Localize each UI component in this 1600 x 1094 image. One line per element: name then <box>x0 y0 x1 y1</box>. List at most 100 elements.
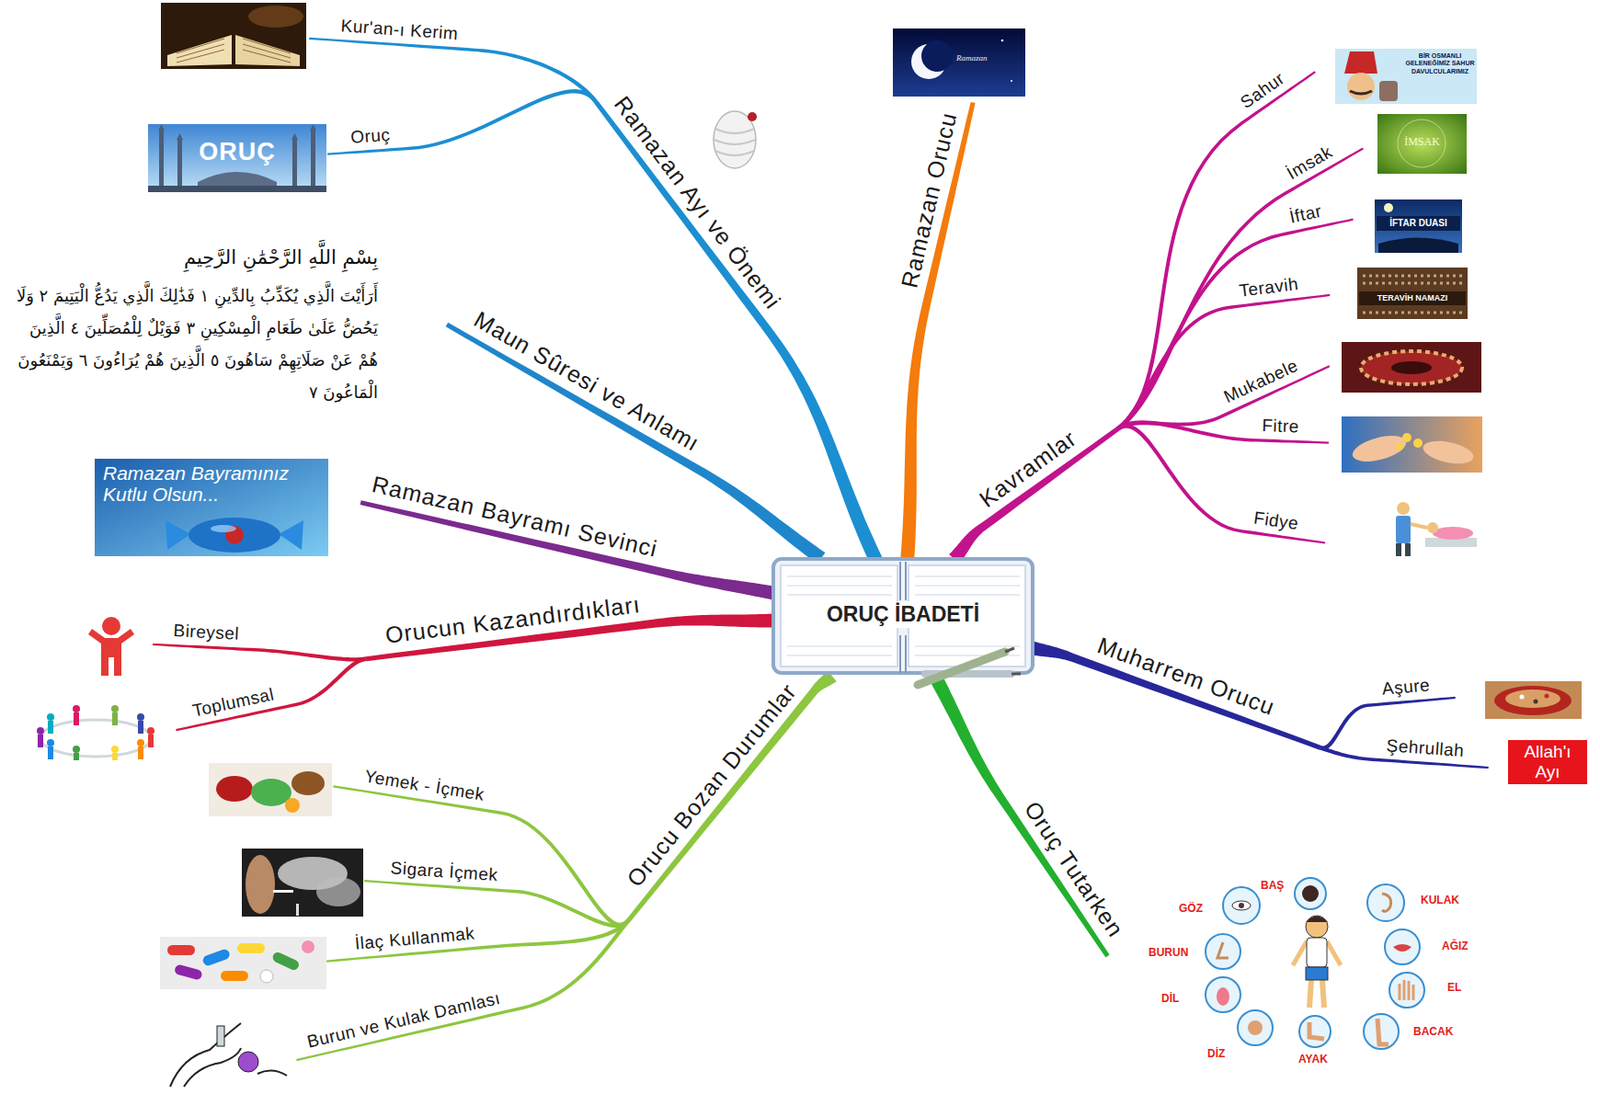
sub-topic: Sigara İçmek <box>388 857 501 886</box>
node-text: Kur'an-ı Kerim <box>340 15 459 45</box>
sub-topic: Şehrullah <box>1383 735 1467 762</box>
asure-picture-part <box>1494 685 1572 716</box>
iftar-picture <box>1374 199 1463 253</box>
mosque-photo-part <box>292 139 298 193</box>
pills-photo-part <box>271 950 301 972</box>
teravih-picture <box>1357 267 1468 320</box>
quran-photo-part <box>160 2 307 69</box>
fidye-picture-part <box>1395 543 1402 557</box>
fidye-picture-part <box>1410 524 1428 528</box>
sahur-picture-part <box>1344 51 1378 74</box>
sub-topic: Kur'an-ı Kerim <box>338 15 461 45</box>
body-parts-drawing-part <box>1399 980 1414 1001</box>
body-parts-drawing-part <box>1222 887 1260 925</box>
branch-line <box>1116 423 1326 544</box>
pills-photo-part <box>237 943 265 954</box>
eye-drops-drawing-part <box>170 1023 241 1087</box>
bayram-card <box>94 458 329 557</box>
smoking-photo-part <box>245 855 275 915</box>
node-text: Fitre <box>1261 415 1300 437</box>
smoking-photo-part <box>273 890 294 893</box>
sub-topic: Oruç <box>347 125 393 149</box>
node-text: Allah'ı Ayı <box>1513 742 1582 783</box>
branch-line <box>327 89 598 156</box>
body-parts-drawing-part <box>1216 987 1230 1006</box>
mosque-photo-part <box>158 124 165 131</box>
mukabele-picture-part <box>1341 342 1482 393</box>
body-part-label: DİZ <box>1207 1048 1225 1062</box>
smoking-photo-part <box>241 848 364 917</box>
food-photo-part <box>251 778 292 807</box>
eye-drops-drawing-part <box>183 1048 241 1087</box>
central-notebook: ORUÇ İBADETİ <box>770 556 1036 679</box>
smoking-photo-part <box>296 903 299 916</box>
sahur-picture-part <box>1349 91 1372 94</box>
node-text: Sahur <box>1236 68 1289 113</box>
people-ring-icon-part <box>111 705 119 713</box>
people-ring-icon-part <box>73 712 80 726</box>
asure-picture-part <box>1544 694 1550 699</box>
person-icon-part <box>102 617 121 636</box>
fitre-picture <box>1341 416 1483 473</box>
body-parts-drawing <box>1205 878 1425 1050</box>
sub-topic: Bireysel <box>171 620 242 645</box>
people-ring-icon-part <box>47 746 54 760</box>
boy-figure-part <box>1305 915 1328 938</box>
sub-topic: Teravih <box>1236 274 1303 302</box>
pills-photo-part <box>160 937 327 990</box>
notebook-shape-part <box>787 576 1020 656</box>
boy-figure-part <box>1305 916 1328 924</box>
pills-photo-part <box>167 945 195 956</box>
body-parts-drawing-part <box>1232 901 1251 911</box>
asure-picture-part <box>1520 695 1525 700</box>
people-ring-icon-part <box>36 727 45 735</box>
branch-topic: Ramazan Ayı ve Önemi <box>607 90 788 317</box>
sahur-picture-part <box>1347 72 1375 101</box>
body-part-label: BAŞ <box>1260 880 1284 893</box>
food-photo-part <box>285 798 300 813</box>
people-ring-icon-part <box>147 727 155 735</box>
people-ring-icon-part <box>46 739 55 747</box>
person-icon-part <box>88 628 135 676</box>
moon-photo-part <box>921 40 953 72</box>
node-text: Şehrullah <box>1385 735 1465 762</box>
body-parts-drawing-part <box>1217 942 1229 959</box>
body-parts-drawing-part <box>1238 902 1245 909</box>
quran-photo-part <box>248 5 304 28</box>
people-ring-icon-part <box>148 734 154 748</box>
branch-line <box>175 657 366 732</box>
image-caption: TERAVİH NAMAZI <box>1357 293 1468 303</box>
mosque-photo <box>148 124 327 193</box>
body-parts-drawing-part <box>1389 972 1425 1008</box>
body-parts-drawing-part <box>1205 977 1241 1013</box>
body-part-label: EL <box>1447 982 1462 995</box>
eye-drops-drawing-part <box>257 1070 287 1076</box>
image-caption: BİR OSMANLI GELENEĞİMİZ SAHUR DAVULCULAR… <box>1404 52 1476 76</box>
branch-line <box>296 918 631 1062</box>
moon-photo-part <box>892 28 1026 97</box>
sub-topic: İftar <box>1285 200 1326 229</box>
people-ring-icon <box>36 705 155 761</box>
bayram-card-part <box>188 517 281 553</box>
moon-photo-part <box>1010 80 1013 82</box>
branch-line <box>627 671 837 922</box>
sub-topic: Toplumsal <box>188 684 278 722</box>
iftar-picture-part <box>1383 203 1394 213</box>
branch-topic: Oruç Tutarken <box>1017 794 1131 943</box>
arabic-text: أَرَأَيْتَ الَّذِي يُكَذِّبُ بِالدِّينِ … <box>8 279 378 409</box>
mosque-photo-part <box>177 139 183 193</box>
pills-photo-part <box>173 963 204 981</box>
fidye-picture-part <box>1405 543 1411 557</box>
mosque-photo-part <box>291 133 298 140</box>
asure-picture-part <box>1485 681 1582 720</box>
fitre-picture-part <box>1341 416 1483 473</box>
body-part-label: AĞIZ <box>1441 940 1469 954</box>
mukabele-picture-part <box>1391 361 1432 375</box>
quran-photo-part <box>176 38 291 63</box>
person-icon <box>88 617 135 676</box>
fidye-picture-part <box>1396 502 1410 515</box>
body-parts-drawing-part <box>1367 884 1405 922</box>
pills-photo-part <box>260 970 274 983</box>
notebook-shape-part <box>917 651 1006 686</box>
fidye-picture-part <box>1395 515 1411 544</box>
